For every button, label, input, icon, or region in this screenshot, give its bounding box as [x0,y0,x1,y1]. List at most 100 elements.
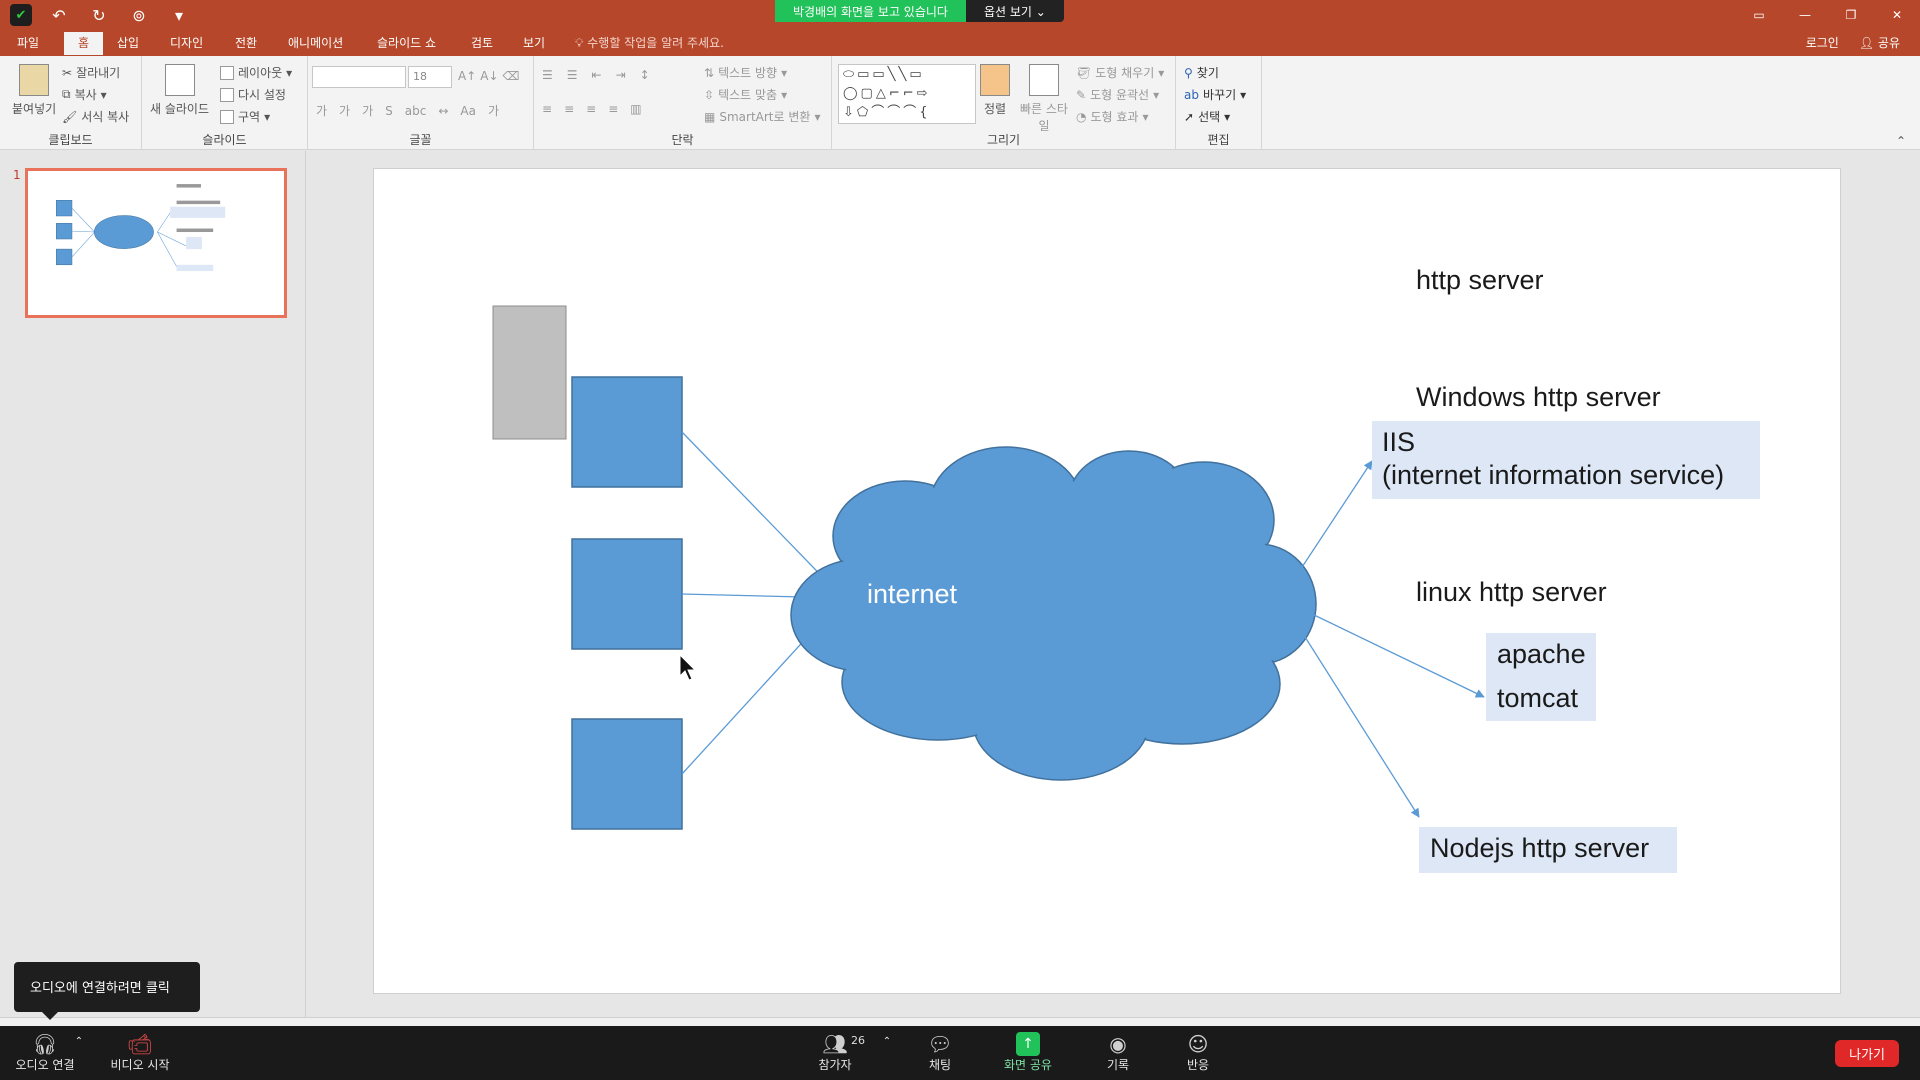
shape-effects-button[interactable]: ◔도형 효과 ▾ [1076,109,1149,125]
login-link[interactable]: 로그인 [1805,36,1839,50]
audio-options-caret-icon[interactable]: ⌃ [74,1036,84,1047]
collapse-ribbon-icon[interactable]: ⌃ [1896,134,1907,148]
share-screen-button[interactable]: ↑ 화면 공유 [993,1032,1063,1073]
mouse-cursor-icon [679,654,697,681]
participants-caret-icon[interactable]: ⌃ [882,1036,892,1047]
audio-tooltip: 오디오에 연결하려면 클릭 [14,962,200,1020]
format-painter-button[interactable]: 🖌︎서식 복사 [62,109,130,125]
spacing-icon: ↔ [438,103,449,118]
align-text-button[interactable]: ⇳텍스트 맞춤 ▾ [704,87,788,103]
tab-slideshow[interactable]: 슬라이드 쇼 [377,36,437,50]
search-icon: ⚲ [1184,65,1193,80]
ribbon-display-options-icon[interactable]: ▭ [1753,8,1765,22]
bullets-icon: ☰ [542,68,553,82]
client-box-1[interactable] [571,376,683,488]
internet-cloud-shape[interactable] [790,446,1317,781]
tab-file[interactable]: 파일 [17,36,40,50]
client-box-3[interactable] [571,718,683,830]
tab-animations[interactable]: 애니메이션 [288,36,344,50]
slide-thumbnail[interactable] [25,168,287,318]
client-box-2[interactable] [571,538,683,650]
paste-icon [19,64,50,96]
font-name-field[interactable] [312,66,406,88]
paste-button[interactable]: 붙여넣기 [12,64,56,117]
close-icon[interactable]: ✕ [1891,8,1903,22]
audio-button[interactable]: 🎧︎ 오디오 연결 [10,1032,80,1073]
tab-home[interactable]: 홈 [64,32,104,55]
font-size-field[interactable]: 18 [408,66,452,88]
new-slide-button[interactable]: 새 슬라이드 [150,64,209,117]
effects-icon: ◔ [1076,109,1087,124]
clipboard-group: 붙여넣기 ✂잘라내기 ⧉복사 ▾ 🖌︎서식 복사 클립보드 [0,56,142,150]
participants-button[interactable]: 👥︎ 참가자 [800,1032,870,1073]
section-button[interactable]: 구역 ▾ [220,108,270,125]
record-button[interactable]: ◉ 기록 [1083,1032,1153,1073]
shape-outline-button[interactable]: ✎도형 윤곽선 ▾ [1076,87,1160,103]
linux-http-server-heading[interactable]: linux http server [1416,577,1607,607]
layout-button[interactable]: 레이아웃 ▾ [220,64,292,81]
tab-insert[interactable]: 삽입 [117,36,140,50]
share-screen-icon: ↑ [1016,1032,1040,1056]
scissors-icon: ✂ [62,65,73,80]
reactions-button[interactable]: ☺ 반응 [1163,1032,1233,1073]
reset-button[interactable]: 다시 설정 [220,86,286,103]
nodejs-label: Nodejs http server [1430,833,1650,863]
gray-rectangle-shape[interactable] [492,305,567,440]
nodejs-textbox[interactable]: Nodejs http server [1419,827,1677,873]
find-button[interactable]: ⚲찾기 [1184,65,1219,81]
viewing-share-label: 박경배의 화면을 보고 있습니다 [775,0,966,22]
slide-canvas[interactable]: internet http server Windows http server… [373,168,1841,994]
connector-internet-iis[interactable] [1280,460,1373,600]
tab-transitions[interactable]: 전환 [235,36,258,50]
slide-title-http-server[interactable]: http server [1416,265,1544,295]
list-buttons[interactable]: ☰☰⇤⇥↕ [542,68,650,82]
shapes-gallery[interactable]: ⬭▭▭╲╲▭◯▢△⌐⌐⇨⇩⬠⌒⌒⌒{ [838,64,976,124]
connector-client1-internet[interactable] [681,431,843,598]
font-size-buttons[interactable]: A↑A↓⌫ [458,69,520,83]
text-direction-button[interactable]: ⇅텍스트 방향 ▾ [704,65,788,81]
chat-button[interactable]: 💬︎ 채팅 [905,1032,975,1073]
cursor-icon: ➚ [1184,109,1195,124]
drawing-group-label: 그리기 [986,133,1021,147]
connector-internet-nodejs[interactable] [1280,598,1420,818]
font-color-icon: 가 [487,104,500,118]
redo-icon[interactable]: ↻ [92,5,106,25]
slideshow-from-start-icon[interactable]: ⊚ [132,5,146,25]
connector-internet-apache[interactable] [1280,598,1485,698]
customize-qat-icon[interactable]: ▾ [174,5,184,25]
grow-font-icon: A↑ [458,69,477,83]
copy-icon: ⧉ [62,87,71,101]
select-button[interactable]: ➚선택 ▾ [1184,109,1231,125]
strikethrough-icon: abc [404,103,427,118]
tab-review[interactable]: 검토 [471,36,494,50]
video-button[interactable]: 📹︎ 비디오 시작 [100,1032,180,1073]
tab-view[interactable]: 보기 [523,36,546,50]
copy-button[interactable]: ⧉복사 ▾ [62,87,107,102]
clear-format-icon: ⌫ [502,69,520,83]
alignment-buttons[interactable]: ≡≡≡≡▥ [542,102,642,116]
view-options-button[interactable]: 옵션 보기 ⌄ [965,0,1064,22]
restore-icon[interactable]: ❐ [1845,8,1857,22]
smartart-button[interactable]: ▦SmartArt로 변환 ▾ [704,109,821,125]
iis-textbox[interactable]: IIS (internet information service) [1372,421,1760,499]
arrange-icon [980,64,1010,96]
shape-fill-button[interactable]: 🪣︎도형 채우기 ▾ [1076,65,1165,81]
drawing-group: ⬭▭▭╲╲▭◯▢△⌐⌐⇨⇩⬠⌒⌒⌒{ 정렬 빠른 스타일 🪣︎도형 채우기 ▾ … [832,56,1176,150]
arrange-button[interactable]: 정렬 [980,64,1010,117]
zoom-meeting-toolbar: 🎧︎ 오디오 연결 ⌃ 📹︎ 비디오 시작 👥︎ 참가자 26 ⌃ 💬︎ 채팅 … [0,1026,1920,1080]
tell-me-search[interactable]: 💡︎ 수행할 작업을 알려 주세요. [575,36,724,50]
participants-count: 26 [851,1034,865,1047]
minimize-icon[interactable]: — [1799,8,1811,22]
windows-http-server-heading[interactable]: Windows http server [1416,382,1661,412]
undo-icon[interactable]: ↶ [52,5,66,25]
quick-styles-button[interactable]: 빠른 스타일 [1020,64,1068,134]
tomcat-label: tomcat [1497,683,1579,713]
linux-servers-textbox[interactable]: apache tomcat [1486,633,1596,721]
share-button[interactable]: 👤︎ 공유 [1858,36,1900,50]
apache-label: apache [1497,639,1586,669]
cut-button[interactable]: ✂잘라내기 [62,65,121,81]
tab-design[interactable]: 디자인 [170,36,204,50]
leave-button[interactable]: 나가기 [1835,1040,1899,1067]
